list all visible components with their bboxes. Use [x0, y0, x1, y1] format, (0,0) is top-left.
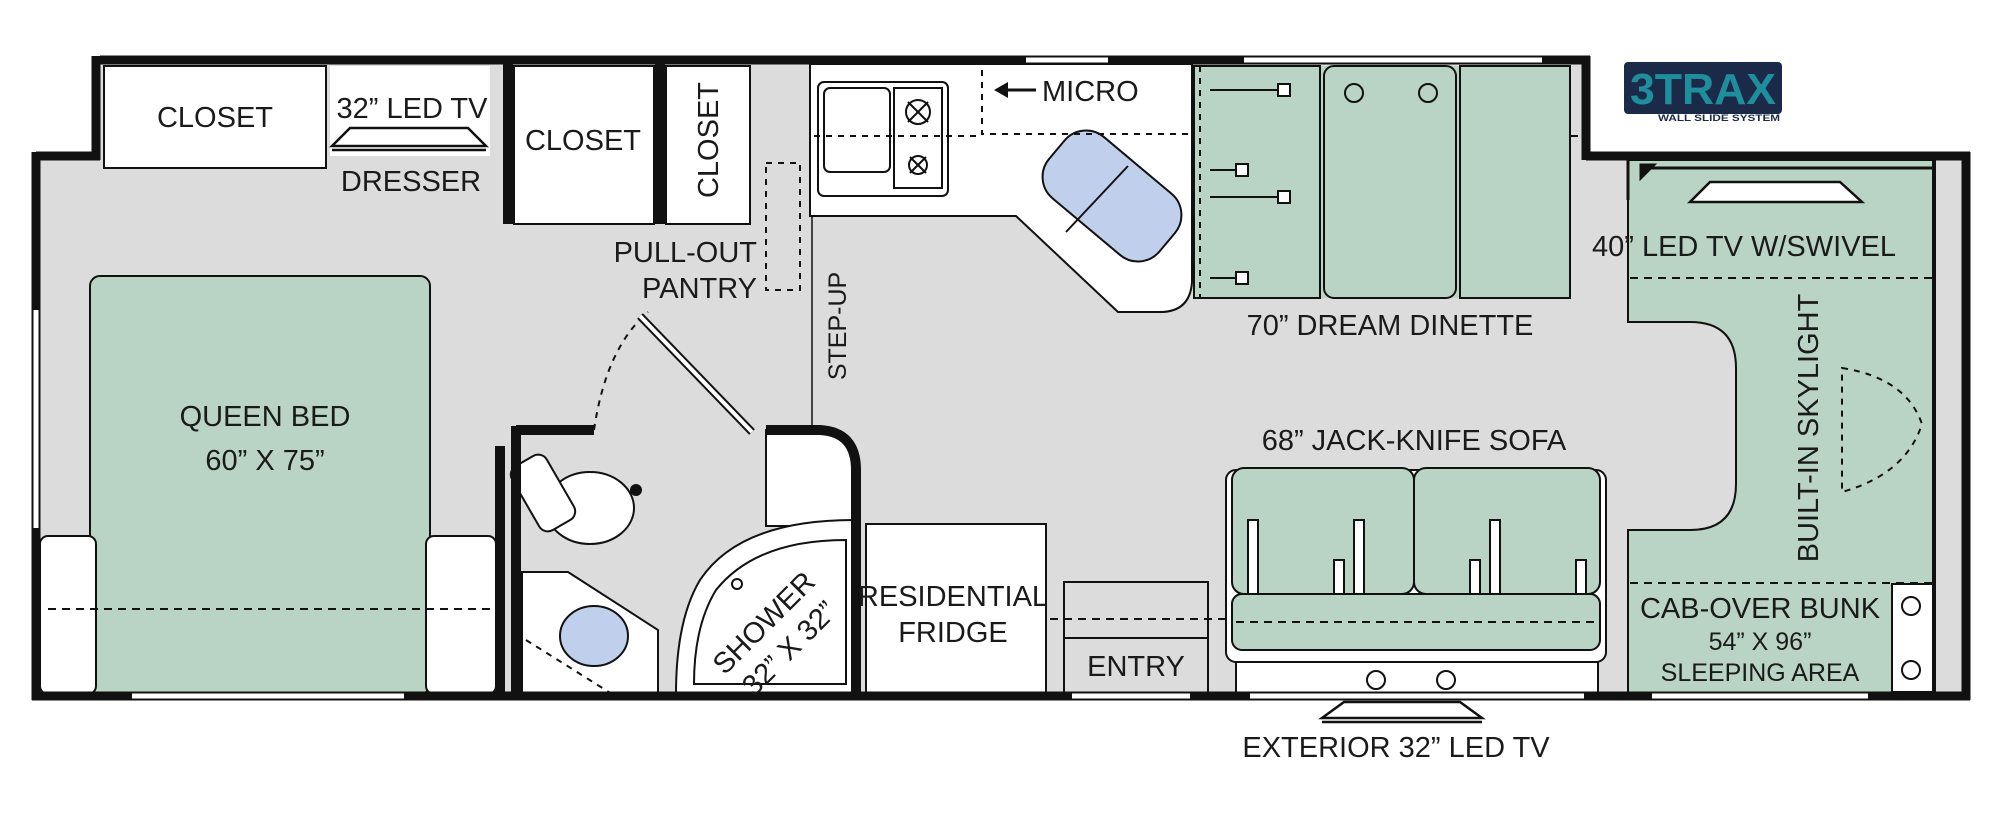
dresser-label: DRESSER: [341, 166, 481, 198]
sofa-label: 68” JACK-KNIFE SOFA: [1262, 425, 1567, 457]
logo-tagline: WALL SLIDE SYSTEM: [1658, 113, 1780, 123]
pantry-label-line2: PANTRY: [642, 273, 757, 305]
vanity-sink-icon: [521, 571, 659, 695]
bunk-label-line1: CAB-OVER BUNK: [1640, 593, 1881, 625]
pantry-label-line1: PULL-OUT: [614, 237, 758, 269]
bathroom-door-icon: [593, 311, 755, 435]
dinette-label: 70” DREAM DINETTE: [1247, 310, 1534, 342]
bedroom-area: [39, 65, 751, 695]
micro-arrow-icon: [994, 82, 1036, 98]
dinette-area: [1193, 65, 1571, 299]
queen-bed-label-line2: 60” X 75”: [205, 445, 324, 477]
room-labels: CLOSET 32” LED TV DRESSER CLOSET CLOSET …: [157, 76, 1896, 764]
queen-bed-label-line1: QUEEN BED: [180, 401, 351, 433]
walls: [31, 55, 1971, 701]
closet-middle-label: CLOSET: [525, 125, 641, 157]
bunk-label-line3: SLEEPING AREA: [1661, 659, 1860, 687]
nightstand-left: [39, 535, 97, 695]
sofa-area: [1225, 467, 1607, 695]
front-tv-icon: [1686, 180, 1866, 204]
fridge-label-line1: RESIDENTIAL: [858, 581, 1048, 613]
bedroom-tv-label: 32” LED TV: [337, 93, 489, 125]
fridge-entry-area: [865, 523, 1228, 695]
micro-label: MICRO: [1042, 76, 1139, 108]
fridge-label-line2: FRIDGE: [898, 617, 1008, 649]
closet-left-label: CLOSET: [157, 102, 273, 134]
queen-bed: [89, 275, 431, 695]
bedroom-tv-icon: [328, 126, 490, 152]
closet-vertical-label: CLOSET: [693, 82, 725, 198]
cab-over-area: [1627, 159, 1935, 695]
front-tv-label: 40” LED TV W/SWIVEL: [1592, 231, 1896, 263]
pantry-outline: [765, 162, 801, 291]
entry-label: ENTRY: [1087, 651, 1185, 683]
logo-mark: 3TRAX: [1630, 65, 1776, 114]
skylight-label: BUILT-IN SKYLIGHT: [1793, 293, 1825, 562]
shower-icon: [674, 518, 855, 695]
sink-icon: [1041, 129, 1183, 263]
kitchen-area: [765, 63, 1580, 426]
bathroom-area: [509, 311, 857, 695]
3trax-logo: 3TRAX WALL SLIDE SYSTEM: [1624, 62, 1782, 123]
skylight-outline: [1841, 366, 1924, 494]
nightstand-right: [425, 535, 497, 695]
exterior-tv-label: EXTERIOR 32” LED TV: [1242, 732, 1550, 764]
stove-icon: [817, 81, 949, 197]
sofa-seatbelt-icon: [1247, 519, 1587, 595]
seatbelt-icon: [1210, 83, 1291, 285]
bunk-label-line2: 54” X 96”: [1709, 628, 1812, 656]
exterior-tv-icon: [1318, 700, 1486, 724]
step-up-label: STEP-UP: [824, 272, 852, 380]
toilet-icon: [509, 453, 642, 545]
